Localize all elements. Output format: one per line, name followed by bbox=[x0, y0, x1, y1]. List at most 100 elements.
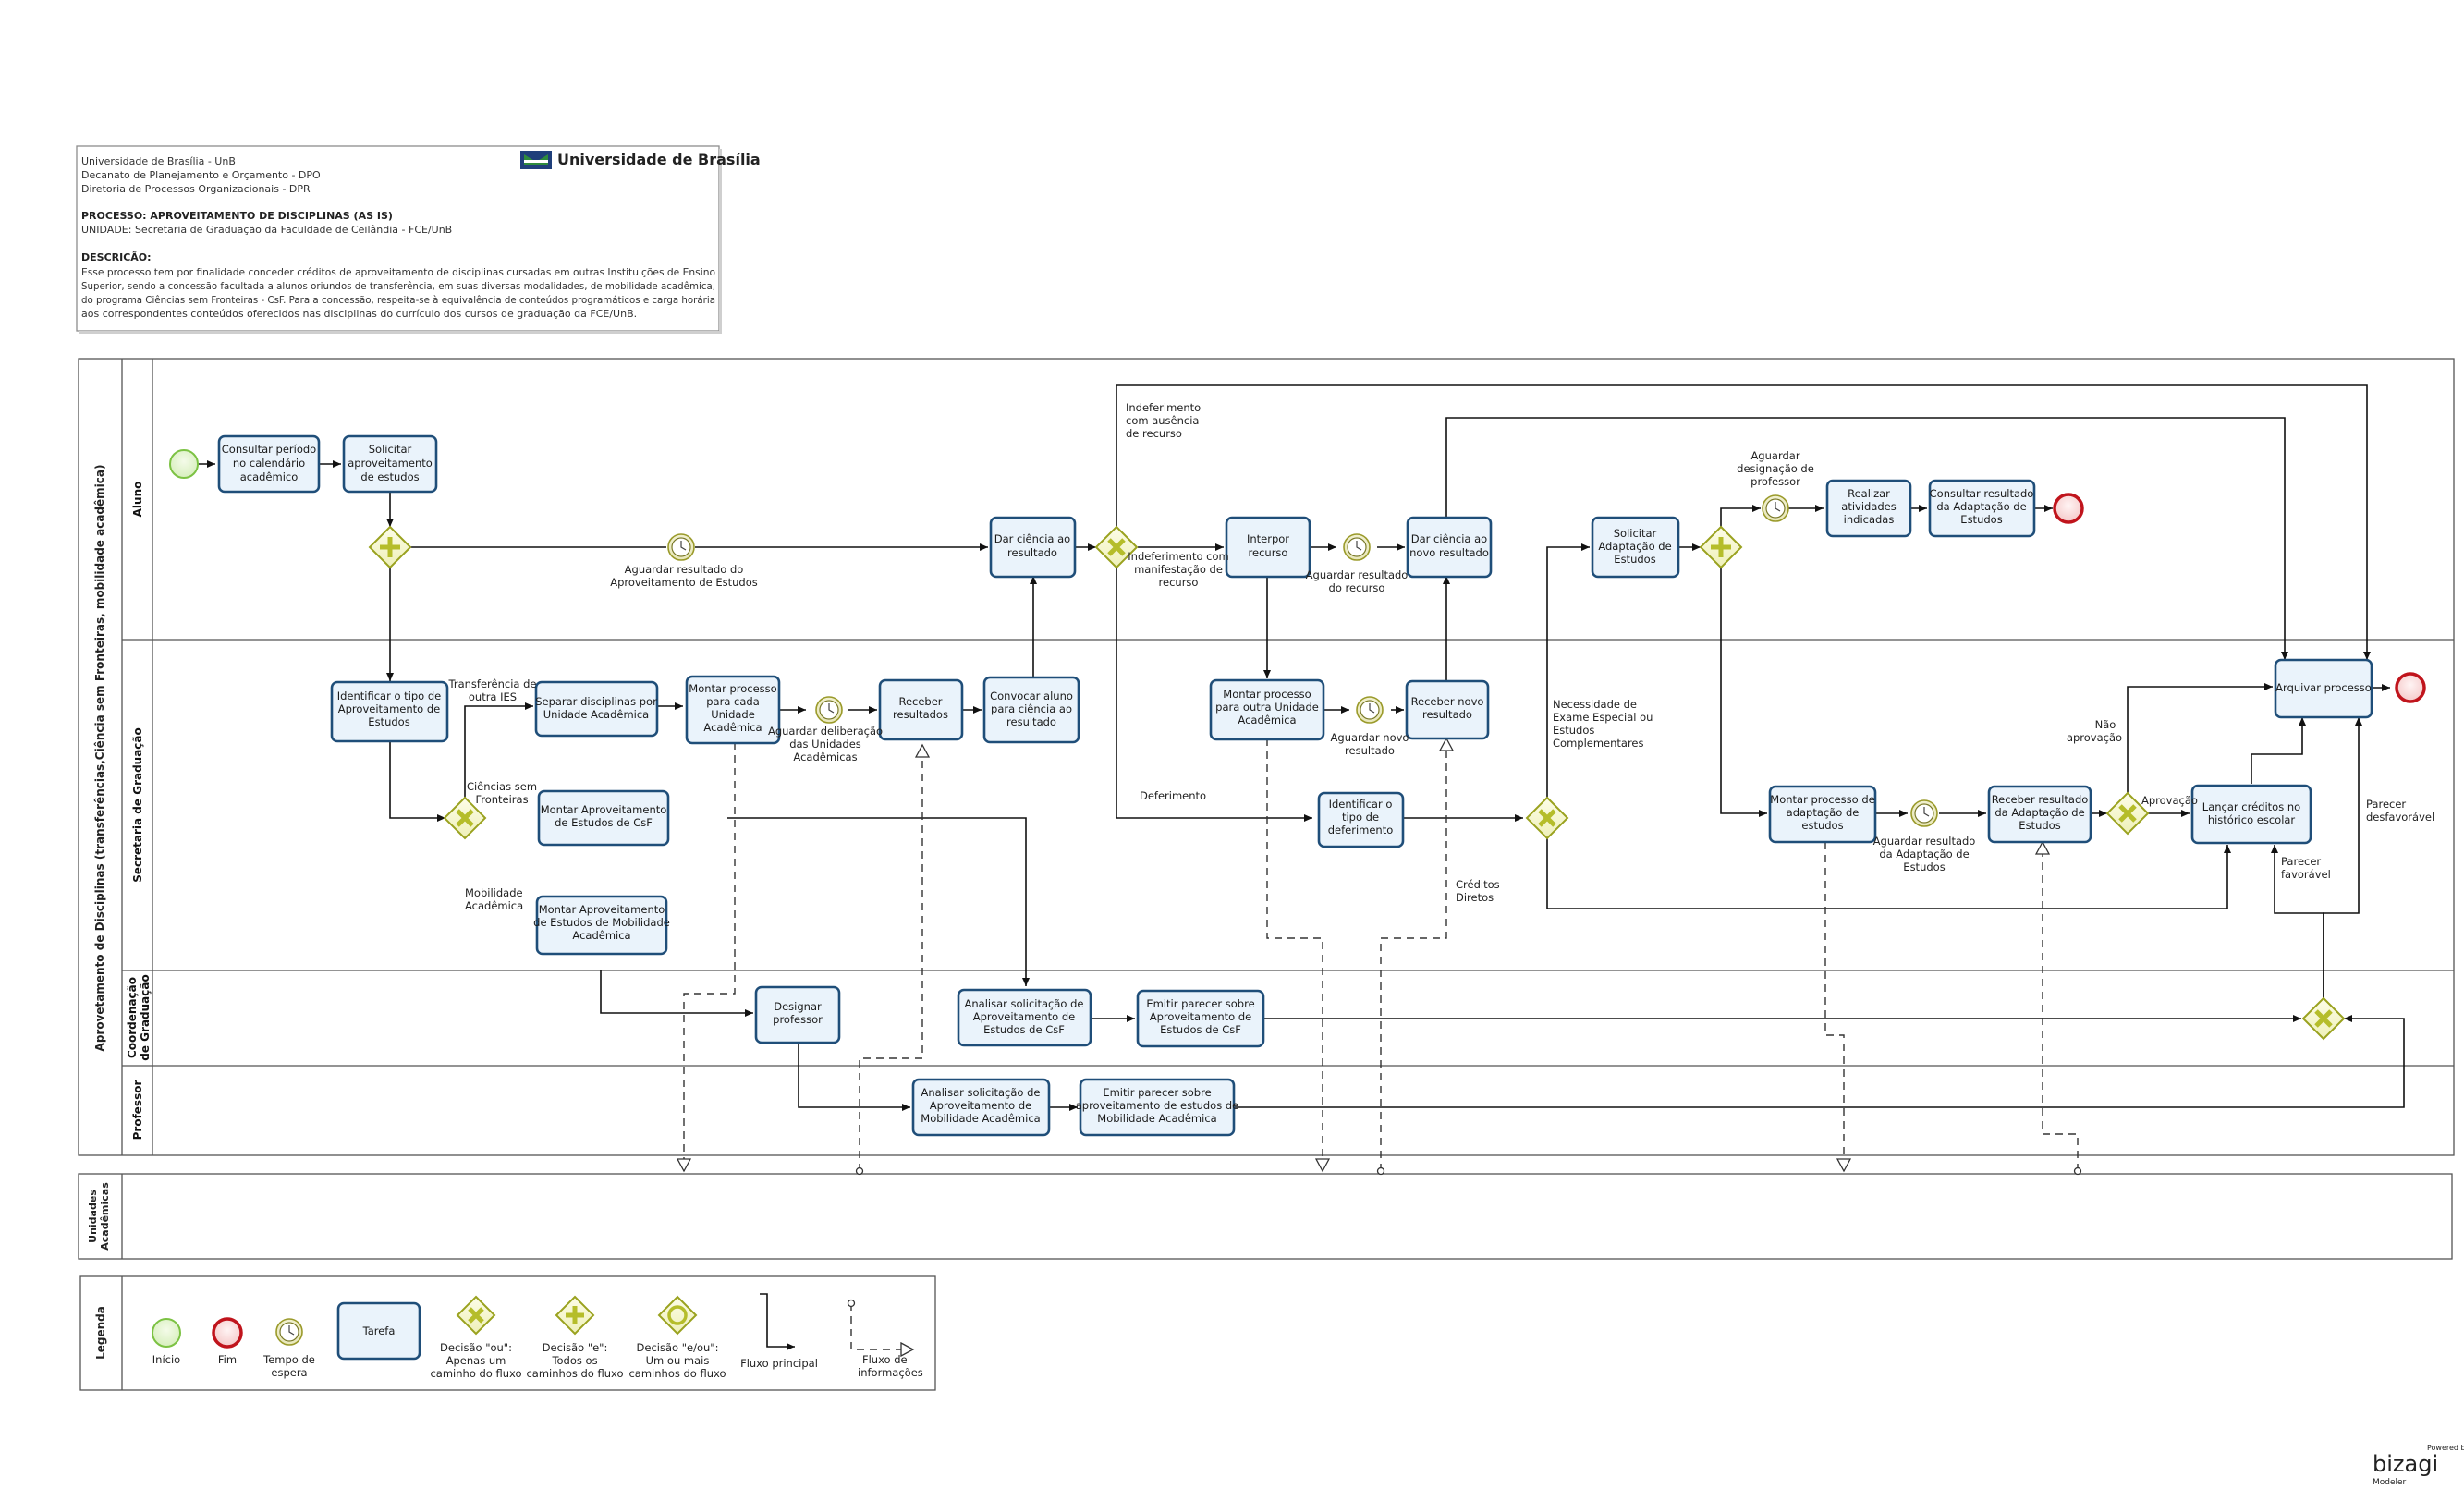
legend-ou-3: caminho do fluxo bbox=[430, 1367, 521, 1380]
label-wait-adapt-1: Aguardar resultado bbox=[1873, 835, 1976, 848]
svg-text:Montar processo: Montar processo bbox=[1223, 688, 1311, 701]
task-arquivar-processo[interactable]: Arquivar processo bbox=[2274, 658, 2373, 719]
legend-info-flow-icon bbox=[851, 1303, 913, 1349]
exclusive-gateway-icon bbox=[1094, 525, 1139, 569]
task-dar-ciencia-novo[interactable]: Dar ciência ao novo resultado bbox=[1406, 516, 1493, 579]
legend-eou-1: Decisão "e/ou": bbox=[637, 1341, 719, 1354]
modeler-label: Modeler bbox=[2373, 1478, 2407, 1487]
svg-text:no calendário: no calendário bbox=[233, 457, 305, 470]
label-indef-com-1: Indeferimento com bbox=[1128, 550, 1228, 563]
label-indef-com-2: manifestação de bbox=[1134, 563, 1223, 576]
task-emitir-csf[interactable]: Emitir parecer sobre Aproveitamento de E… bbox=[1136, 989, 1265, 1048]
start-event bbox=[169, 449, 199, 479]
svg-text:Solicitar: Solicitar bbox=[369, 443, 412, 456]
label-wait-prof-2: designação de bbox=[1737, 462, 1814, 475]
lane-secretaria: Secretaria de Graduação bbox=[131, 727, 144, 883]
task-dar-ciencia[interactable]: Dar ciência ao resultado bbox=[989, 516, 1077, 579]
svg-text:Receber: Receber bbox=[898, 695, 942, 708]
external-lane: Unidades Acadêmicas bbox=[78, 1173, 2453, 1260]
task-montar-mobilidade[interactable]: Montar Aproveitamento de Estudos de Mobi… bbox=[533, 895, 670, 956]
timer-icon bbox=[815, 696, 843, 724]
svg-text:Montar processo: Montar processo bbox=[689, 682, 776, 695]
task-solicitar-aproveitamento[interactable]: Solicitar aproveitamento de estudos bbox=[342, 434, 438, 494]
svg-text:da Adaptação de: da Adaptação de bbox=[1936, 500, 2026, 513]
label-aguardar-resultado-2: Aproveitamento de Estudos bbox=[610, 576, 758, 589]
task-montar-adaptacao[interactable]: Montar processo de adaptação de estudos bbox=[1768, 785, 1877, 844]
svg-text:atividades: atividades bbox=[1841, 500, 1896, 513]
task-consultar-resultado-adaptacao[interactable]: Consultar resultado da Adaptação de Estu… bbox=[1928, 479, 2036, 538]
task-lancar-creditos[interactable]: Lançar créditos no histórico escolar bbox=[2190, 784, 2312, 845]
task-interpor-recurso[interactable]: Interpor recurso bbox=[1225, 516, 1311, 579]
powered-by: Powered by bbox=[2427, 1444, 2464, 1452]
exclusive-gateway-icon bbox=[2105, 791, 2150, 836]
task-convocar-aluno[interactable]: Convocar aluno para ciência ao resultado bbox=[982, 676, 1080, 744]
svg-text:tipo de: tipo de bbox=[1342, 811, 1379, 824]
task-receber-resultado-adaptacao[interactable]: Receber resultado da Adaptação de Estudo… bbox=[1987, 785, 2092, 844]
task-emitir-mobilidade[interactable]: Emitir parecer sobre aproveitamento de e… bbox=[1076, 1078, 1239, 1137]
external-lane-title-1: Unidades bbox=[87, 1190, 99, 1243]
gateways bbox=[368, 525, 2346, 1041]
exclusive-gateway-icon bbox=[443, 796, 487, 840]
lane-coordenacao-1: Coordenação bbox=[126, 977, 139, 1058]
svg-text:Aproveitamento de: Aproveitamento de bbox=[973, 1010, 1075, 1023]
tasks: Consultar período no calendário acadêmic… bbox=[217, 434, 2373, 1137]
svg-text:da Adaptação de: da Adaptação de bbox=[1994, 806, 2084, 819]
svg-text:para cada: para cada bbox=[706, 695, 760, 708]
svg-text:novo resultado: novo resultado bbox=[1409, 546, 1489, 559]
svg-text:Receber resultado: Receber resultado bbox=[1992, 793, 2089, 806]
timer-icon bbox=[1910, 799, 1938, 827]
svg-text:deferimento: deferimento bbox=[1328, 824, 1394, 836]
svg-text:de Estudos de CsF: de Estudos de CsF bbox=[555, 816, 653, 829]
bizagi-brand: Powered by bizagi Modeler bbox=[2373, 1444, 2464, 1487]
svg-text:Consultar período: Consultar período bbox=[222, 443, 316, 456]
legend-start-icon bbox=[152, 1318, 181, 1348]
label-wait-recurso-2: do recurso bbox=[1329, 581, 1385, 594]
timer-icon bbox=[1762, 494, 1789, 522]
svg-text:Aproveitamento de: Aproveitamento de bbox=[930, 1099, 1031, 1112]
svg-text:adaptação de: adaptação de bbox=[1787, 806, 1860, 819]
svg-text:Arquivar processo: Arquivar processo bbox=[2275, 681, 2372, 694]
legend-fluxo-info-1: Fluxo de bbox=[862, 1353, 908, 1366]
task-realizar-atividades[interactable]: Realizar atividades indicadas bbox=[1825, 479, 1912, 538]
svg-text:Estudos: Estudos bbox=[2019, 819, 2060, 832]
label-csf-2: Fronteiras bbox=[475, 793, 528, 806]
lane-coordenacao-2: de Graduação bbox=[139, 974, 152, 1060]
legend-e-2: Todos os bbox=[551, 1354, 597, 1367]
label-wait-adapt-2: da Adaptação de bbox=[1879, 848, 1969, 860]
task-receber-novo-resultado[interactable]: Receber novo resultado bbox=[1405, 679, 1490, 740]
task-montar-processo-unidade[interactable]: Montar processo para cada Unidade Acadêm… bbox=[685, 675, 781, 745]
label-nao-aprovacao-2: aprovação bbox=[2067, 731, 2122, 744]
parallel-gateway-icon bbox=[1699, 525, 1743, 569]
task-identificar-deferimento[interactable]: Identificar o tipo de deferimento bbox=[1317, 791, 1405, 848]
svg-text:Montar processo de: Montar processo de bbox=[1770, 793, 1874, 806]
label-deferimento: Deferimento bbox=[1140, 789, 1206, 802]
task-identificar-tipo[interactable]: Identificar o tipo de Aproveitamento de … bbox=[330, 680, 449, 743]
svg-text:resultado: resultado bbox=[1422, 708, 1472, 721]
label-wait-prof-1: Aguardar bbox=[1750, 449, 1799, 462]
pool-title: Aprovetamento de Disciplinas (transferên… bbox=[93, 465, 106, 1052]
task-solicitar-adaptacao[interactable]: Solicitar Adaptação de Estudos bbox=[1591, 516, 1680, 579]
task-separar-disciplinas[interactable]: Separar disciplinas por Unidade Acadêmic… bbox=[534, 680, 659, 738]
svg-text:Mobilidade Acadêmica: Mobilidade Acadêmica bbox=[921, 1112, 1040, 1125]
header-org-2: Decanato de Planejamento e Orçamento - D… bbox=[81, 169, 321, 181]
legend-task-icon: Tarefa bbox=[336, 1301, 421, 1361]
task-montar-processo-outra[interactable]: Montar processo para outra Unidade Acadê… bbox=[1209, 678, 1325, 741]
label-wait-novo-1: Aguardar novo bbox=[1331, 731, 1409, 744]
task-designar-professor[interactable]: Designar professor bbox=[754, 985, 841, 1044]
timer-events bbox=[667, 494, 1938, 827]
task-receber-resultados[interactable]: Receber resultados bbox=[878, 678, 964, 741]
timer-icon bbox=[1356, 696, 1384, 724]
svg-text:de Estudos de Mobilidade: de Estudos de Mobilidade bbox=[533, 916, 670, 929]
header-desc-1: Esse processo tem por finalidade concede… bbox=[81, 266, 715, 278]
task-analisar-csf[interactable]: Analisar solicitação de Aproveitamento d… bbox=[957, 988, 1092, 1047]
label-creditos-1: Créditos bbox=[1456, 878, 1500, 891]
task-montar-csf[interactable]: Montar Aproveitamento de Estudos de CsF bbox=[537, 789, 670, 847]
task-analisar-mobilidade[interactable]: Analisar solicitação de Aproveitamento d… bbox=[911, 1078, 1051, 1137]
svg-text:Mobilidade Acadêmica: Mobilidade Acadêmica bbox=[1097, 1112, 1216, 1125]
svg-text:Identificar o: Identificar o bbox=[1329, 798, 1393, 811]
svg-text:Convocar aluno: Convocar aluno bbox=[990, 690, 1073, 702]
exclusive-gateway-icon bbox=[1525, 796, 1569, 840]
svg-text:aproveitamento: aproveitamento bbox=[348, 457, 433, 470]
task-consultar-periodo[interactable]: Consultar período no calendário acadêmic… bbox=[217, 434, 321, 494]
svg-text:Aproveitamento de: Aproveitamento de bbox=[1150, 1010, 1251, 1023]
